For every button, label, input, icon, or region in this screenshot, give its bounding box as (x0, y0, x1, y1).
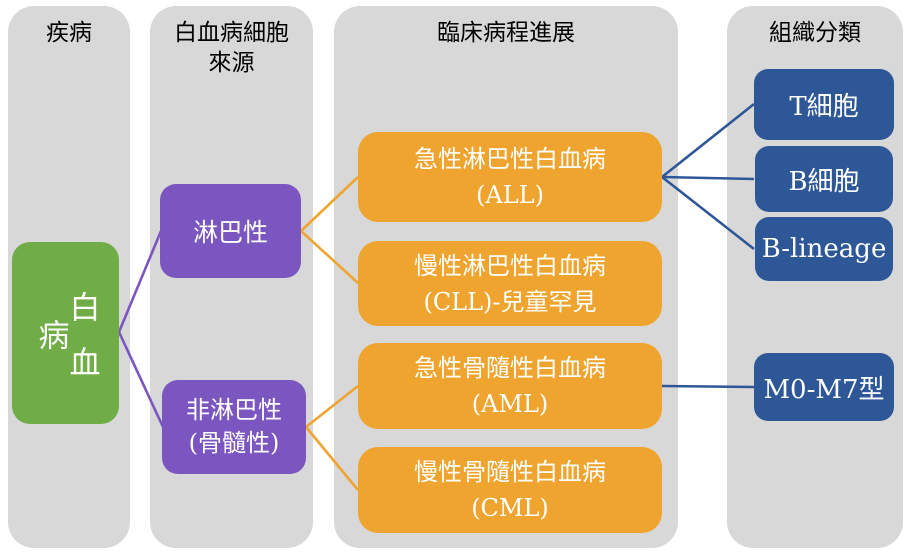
node-leukemia-label: 白血病 (32, 291, 100, 401)
column-header-tissue-class: 組織分類 (769, 20, 861, 46)
node-m0-m7: M0-M7型 (754, 353, 894, 421)
column-header-clinical-course: 臨床病程進展 (437, 20, 575, 46)
node-cll: 慢性淋巴性白血病 (CLL)-兒童罕見 (358, 241, 662, 326)
edge-all-b_lineage (661, 175, 755, 251)
column-header-disease: 疾病 (46, 20, 92, 46)
edge-lymphoid-cll (300, 230, 359, 284)
edge-all-t_cell (661, 102, 755, 179)
edge-non_lymphoid-aml (305, 384, 359, 429)
edge-aml-m0_m7 (661, 384, 755, 389)
node-cml: 慢性骨隨性白血病 (CML) (358, 447, 662, 533)
node-aml-line2: (AML) (471, 390, 549, 418)
column-header-cell-source-line1: 白血病細胞 (174, 20, 289, 46)
node-non-lymphoid: 非淋巴性 (骨髓性) (162, 380, 306, 474)
column-header-cell-source-line2: 來源 (208, 50, 255, 76)
node-cml-line2: (CML) (471, 494, 549, 522)
node-non-lymphoid-line1: 非淋巴性 (186, 396, 282, 424)
node-all-line1: 急性淋巴性白血病 (414, 145, 606, 173)
node-lymphoid: 淋巴性 (160, 184, 301, 278)
node-leukemia: 白血病 (12, 242, 119, 424)
node-non-lymphoid-line2: (骨髓性) (188, 429, 280, 457)
node-all: 急性淋巴性白血病 (ALL) (358, 132, 662, 222)
node-aml: 急性骨隨性白血病 (AML) (358, 343, 662, 429)
edge-lymphoid-all (300, 176, 359, 232)
edge-non_lymphoid-cml (304, 426, 360, 491)
node-cml-line1: 慢性骨隨性白血病 (414, 458, 606, 486)
edge-all-b_cell (661, 175, 755, 181)
node-all-line2: (ALL) (476, 181, 544, 209)
edge-leukemia-non_lymphoid (117, 331, 165, 428)
node-aml-line1: 急性骨隨性白血病 (414, 354, 606, 382)
node-t-cell: T細胞 (754, 69, 894, 140)
node-b-cell: B細胞 (755, 146, 893, 212)
node-cll-line2: (CLL)-兒童罕見 (423, 287, 597, 316)
edge-leukemia-lymphoid (117, 230, 163, 333)
node-b-lineage: B-lineage (755, 217, 893, 281)
column-header-cell-source: 白血病細胞 來源 (150, 18, 313, 78)
node-cll-line1: 慢性淋巴性白血病 (414, 251, 606, 280)
